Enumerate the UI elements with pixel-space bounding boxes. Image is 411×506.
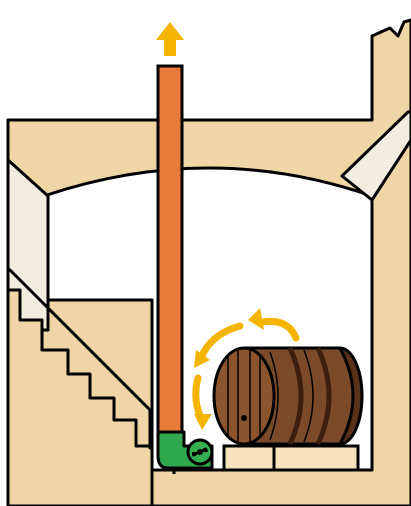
barrel-icon xyxy=(214,348,362,444)
barrel-pallet xyxy=(224,446,358,470)
arrow-up-icon xyxy=(156,22,184,56)
exhaust-pipe xyxy=(158,66,182,436)
